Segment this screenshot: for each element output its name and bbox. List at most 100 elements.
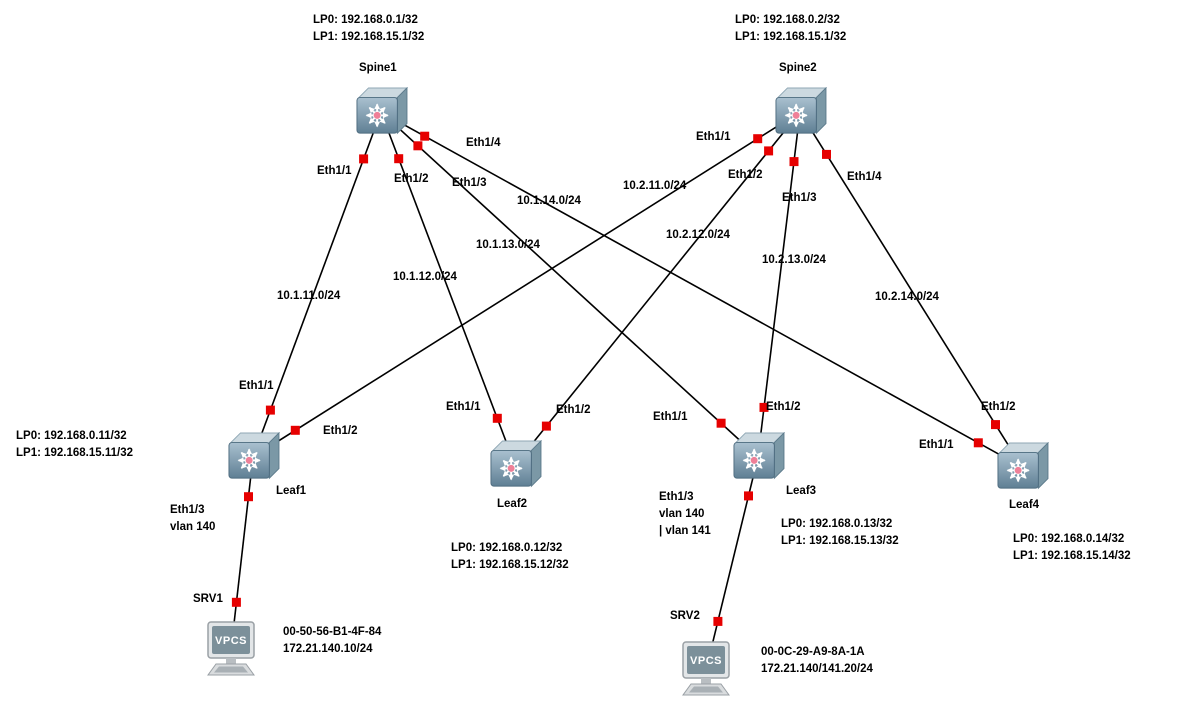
interface-status-square xyxy=(716,418,726,428)
spine1-loopbacks: LP0: 192.168.0.1/32 LP1: 192.168.15.1/32 xyxy=(313,12,424,46)
interface-status-square xyxy=(492,413,502,423)
leaf2-port-eth1-1-label: Eth1/1 xyxy=(446,401,481,413)
links-layer xyxy=(230,111,1023,671)
leaf3-lp0: LP0: 192.168.0.13/32 xyxy=(781,518,893,530)
link-spine2-leaf3[interactable] xyxy=(757,111,801,458)
interface-status-square xyxy=(789,157,799,167)
network-label-spine1-leaf4: 10.1.14.0/24 xyxy=(517,195,581,207)
spine2-port-eth1-4-label: Eth1/4 xyxy=(847,171,882,183)
spine1-device-icon[interactable] xyxy=(357,88,407,133)
spine1-lp1: LP1: 192.168.15.1/32 xyxy=(313,31,425,43)
srv2-ip: 172.21.140/141.20/24 xyxy=(761,663,873,675)
link-spine1-leaf4[interactable] xyxy=(380,111,1023,468)
spine1-label: Spine1 xyxy=(359,62,397,74)
leaf4-loopbacks: LP0: 192.168.0.14/32 LP1: 192.168.15.14/… xyxy=(1013,531,1131,565)
srv1-monitor-screen xyxy=(212,626,250,654)
srv2-keyboard-keys xyxy=(689,686,723,693)
srv1-label: SRV1 xyxy=(193,593,223,605)
link-spine1-leaf1[interactable] xyxy=(252,111,382,458)
spine1-port-eth1-2-label: Eth1/2 xyxy=(394,173,429,185)
interface-status-square xyxy=(290,425,300,435)
srv1-keyboard-keys xyxy=(214,666,248,673)
srv1-device-icon[interactable]: VPCS xyxy=(207,621,255,676)
interface-status-square xyxy=(822,149,831,159)
network-label-spine2-leaf2: 10.2.12.0/24 xyxy=(666,229,730,241)
srv2-info: 00-0C-29-A9-8A-1A 172.21.140/141.20/24 xyxy=(761,644,873,678)
interface-status-square xyxy=(359,154,369,164)
srv1-screen-text: VPCS xyxy=(215,635,247,647)
leaf3-port-eth1-3-label: Eth1/3 vlan 140 | vlan 141 xyxy=(659,489,711,540)
leaf3-port-eth1-1-label: Eth1/1 xyxy=(653,411,688,423)
spine2-lp1: LP1: 192.168.15.1/32 xyxy=(735,31,847,43)
leaf1-eth1-3-text: Eth1/3 xyxy=(170,504,205,516)
network-label-spine2-leaf3: 10.2.13.0/24 xyxy=(762,254,826,266)
srv2-screen-text: VPCS xyxy=(690,655,722,667)
spine2-device-icon[interactable] xyxy=(776,88,826,133)
interface-status-square xyxy=(244,492,253,502)
link-spine1-leaf3[interactable] xyxy=(380,111,759,458)
interface-status-square xyxy=(759,402,769,412)
leaf3-loopbacks: LP0: 192.168.0.13/32 LP1: 192.168.15.13/… xyxy=(781,516,899,550)
leaf3-port-eth1-2-label: Eth1/2 xyxy=(766,401,801,413)
spine2-port-eth1-1-label: Eth1/1 xyxy=(696,131,731,143)
leaf4-port-eth1-1-label: Eth1/1 xyxy=(919,439,954,451)
link-spine2-leaf4[interactable] xyxy=(799,111,1023,468)
interface-status-square xyxy=(753,134,763,144)
interface-status-square xyxy=(541,421,551,431)
network-label-spine2-leaf4: 10.2.14.0/24 xyxy=(875,291,939,303)
interface-status-square xyxy=(420,131,430,141)
srv2-mac: 00-0C-29-A9-8A-1A xyxy=(761,646,865,658)
leaf1-lp1: LP1: 192.168.15.11/32 xyxy=(16,447,134,459)
srv2-label: SRV2 xyxy=(670,610,700,622)
leaf2-loopbacks: LP0: 192.168.0.12/32 LP1: 192.168.15.12/… xyxy=(451,540,569,574)
leaf1-device-icon[interactable] xyxy=(229,433,279,478)
leaf4-lp1: LP1: 192.168.15.14/32 xyxy=(1013,550,1131,562)
link-spine2-leaf2[interactable] xyxy=(514,111,801,466)
spine2-port-eth1-3-label: Eth1/3 xyxy=(782,192,817,204)
link-spine1-leaf2[interactable] xyxy=(380,111,516,466)
leaf1-port-eth1-3-label: Eth1/3 vlan 140 xyxy=(170,502,215,536)
leaf1-eth1-3-vlan-text: vlan 140 xyxy=(170,521,216,533)
leaf2-device-icon[interactable] xyxy=(491,441,541,486)
srv1-monitor-stand xyxy=(226,658,236,664)
spine1-lp0: LP0: 192.168.0.1/32 xyxy=(313,14,418,26)
leaf3-eth1-3-text: Eth1/3 xyxy=(659,491,694,503)
network-label-spine1-leaf2: 10.1.12.0/24 xyxy=(393,271,457,283)
srv2-device-icon[interactable]: VPCS xyxy=(682,641,730,696)
leaf4-port-eth1-2-label: Eth1/2 xyxy=(981,401,1016,413)
leaf2-lp0: LP0: 192.168.0.12/32 xyxy=(451,542,563,554)
leaf1-port-eth1-2-label: Eth1/2 xyxy=(323,425,358,437)
leaf1-label: Leaf1 xyxy=(276,485,307,497)
leaf3-eth1-3-vlan2-text: | vlan 141 xyxy=(659,525,711,537)
interface-status-square xyxy=(394,154,404,164)
spine2-loopbacks: LP0: 192.168.0.2/32 LP1: 192.168.15.1/32 xyxy=(735,12,846,46)
interface-status-square xyxy=(231,597,241,607)
leaf3-eth1-3-vlan1-text: vlan 140 xyxy=(659,508,705,520)
spine2-lp0: LP0: 192.168.0.2/32 xyxy=(735,14,840,26)
leaf3-label: Leaf3 xyxy=(786,485,817,497)
leaf2-lp1: LP1: 192.168.15.12/32 xyxy=(451,559,569,571)
link-spine2-leaf1[interactable] xyxy=(252,111,801,458)
leaf4-lp0: LP0: 192.168.0.14/32 xyxy=(1013,533,1125,545)
interface-status-square xyxy=(991,420,1000,430)
spine1-port-eth1-3-label: Eth1/3 xyxy=(452,177,487,189)
leaf4-device-icon[interactable] xyxy=(998,443,1048,488)
link-leaf3-srv2[interactable] xyxy=(705,456,759,671)
interface-status-square xyxy=(973,438,983,448)
leaf2-label: Leaf2 xyxy=(497,498,528,510)
leaf1-port-eth1-1-label: Eth1/1 xyxy=(239,380,274,392)
network-label-spine1-leaf1: 10.1.11.0/24 xyxy=(277,290,341,302)
spine2-port-eth1-2-label: Eth1/2 xyxy=(728,169,763,181)
srv2-monitor-stand xyxy=(701,678,711,684)
spine2-label: Spine2 xyxy=(779,62,817,74)
leaf3-device-icon[interactable] xyxy=(734,433,784,478)
interface-status-square xyxy=(713,616,723,626)
srv1-ip: 172.21.140.10/24 xyxy=(283,643,373,655)
srv1-mac: 00-50-56-B1-4F-84 xyxy=(283,626,382,638)
link-leaf1-srv1[interactable] xyxy=(230,456,254,651)
leaf3-lp1: LP1: 192.168.15.13/32 xyxy=(781,535,899,547)
spine1-port-eth1-1-label: Eth1/1 xyxy=(317,165,352,177)
leaf2-port-eth1-2-label: Eth1/2 xyxy=(556,404,591,416)
